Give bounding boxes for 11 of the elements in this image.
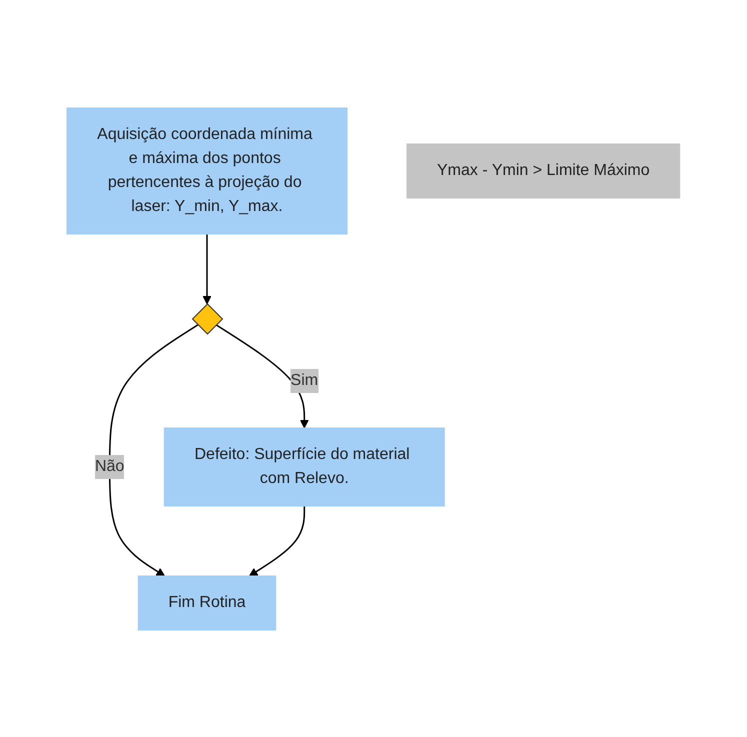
node-box: Ymax - Ymin > Limite Máximo	[406, 143, 680, 198]
edge-label: Não	[95, 458, 125, 474]
arrow	[216, 324, 309, 428]
node-box: Fim Rotina	[138, 575, 276, 630]
arrow	[202, 234, 212, 304]
node-box: Aquisição coordenada mínima e máxima dos pontos pertencentes à projeção do laser: Y_min, Y_max.	[66, 107, 348, 234]
arrow	[249, 506, 306, 576]
edge-label: Sim	[290, 372, 318, 388]
arrow	[109, 324, 198, 576]
node-box: Defeito: Superfície do material com Relevo.	[164, 427, 445, 506]
node-diamond	[192, 302, 224, 334]
